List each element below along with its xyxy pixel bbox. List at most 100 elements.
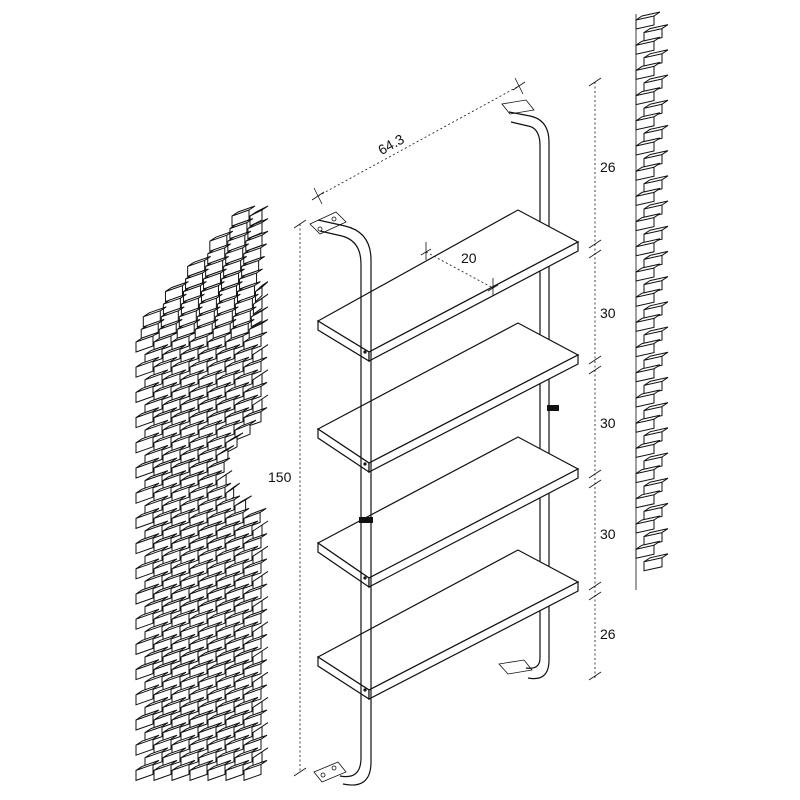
brick — [212, 318, 237, 341]
brick — [225, 759, 250, 782]
brick — [635, 364, 661, 383]
brick — [643, 376, 669, 396]
left-brick-wall — [135, 205, 269, 782]
brick — [230, 318, 255, 341]
brick — [643, 99, 669, 118]
dimension-height: 150 — [268, 219, 307, 777]
brick — [635, 414, 661, 433]
brick — [225, 482, 240, 505]
brick — [135, 633, 160, 656]
brick — [249, 205, 269, 227]
brick — [135, 734, 160, 756]
brick — [135, 659, 160, 681]
brick — [635, 162, 661, 181]
brick — [135, 709, 160, 731]
brick — [243, 759, 268, 782]
dimension-depth: 20 — [420, 242, 499, 296]
brick — [643, 402, 669, 421]
brick — [643, 553, 669, 572]
brick — [252, 293, 269, 316]
brick — [135, 533, 160, 555]
brick — [643, 124, 669, 144]
brick — [643, 24, 669, 43]
brick — [135, 381, 160, 404]
brick — [643, 250, 669, 270]
right-brick-column — [635, 11, 669, 590]
brick — [635, 439, 661, 459]
brick — [635, 465, 661, 484]
brick — [635, 238, 661, 257]
spacing-label-5: 26 — [600, 626, 616, 642]
brick — [643, 200, 669, 219]
height-label: 150 — [268, 469, 292, 485]
brick — [135, 583, 160, 605]
brick — [135, 759, 160, 782]
brick — [135, 482, 160, 504]
brick — [643, 477, 669, 496]
brick — [135, 432, 160, 454]
shelf-3 — [316, 436, 580, 589]
width-label: 64.3 — [375, 131, 407, 158]
brick — [247, 218, 269, 240]
brick — [635, 187, 661, 207]
brick — [243, 507, 267, 530]
brick — [635, 515, 661, 534]
brick — [135, 608, 160, 630]
brick — [635, 137, 661, 156]
brick — [635, 288, 661, 307]
dimension-spacing-chain: 26 30 30 30 26 — [588, 77, 616, 681]
brick — [194, 318, 219, 341]
brick — [643, 528, 669, 547]
back-upright — [498, 99, 550, 680]
brick — [176, 318, 201, 341]
brick — [135, 356, 160, 378]
brick — [250, 306, 269, 328]
brick — [643, 150, 669, 169]
brick — [635, 339, 661, 358]
brick — [635, 263, 661, 282]
brick — [171, 759, 196, 782]
brick — [643, 276, 669, 295]
brick — [135, 558, 160, 580]
brick — [635, 540, 661, 559]
brick — [643, 74, 669, 93]
brick — [140, 318, 165, 341]
brick — [635, 389, 661, 408]
shelf-1 — [316, 209, 580, 363]
spacing-label-1: 26 — [600, 159, 616, 175]
brick — [635, 61, 661, 81]
brick — [635, 490, 661, 509]
brick — [643, 351, 669, 370]
brick — [635, 112, 661, 131]
brick — [635, 11, 661, 30]
brick — [635, 213, 661, 232]
brick — [135, 407, 160, 429]
dimension-width: 64.3 — [311, 77, 526, 205]
brick — [135, 457, 160, 479]
brick — [158, 318, 183, 341]
brick — [643, 225, 669, 244]
brick — [643, 49, 669, 68]
shelf-2 — [316, 322, 580, 474]
brick — [635, 87, 661, 106]
brick — [643, 502, 669, 522]
brick — [207, 457, 231, 479]
brick — [643, 175, 669, 194]
brick — [635, 313, 661, 333]
brick — [643, 452, 669, 471]
spacing-label-2: 30 — [600, 305, 616, 321]
depth-label: 20 — [461, 250, 477, 266]
spacing-label-4: 30 — [600, 526, 616, 542]
brick — [135, 507, 160, 530]
brick — [189, 759, 214, 782]
brick — [254, 281, 269, 303]
brick — [135, 331, 160, 353]
brick — [643, 326, 669, 345]
shelf-4 — [316, 549, 580, 701]
brick — [635, 36, 661, 55]
brick — [135, 684, 160, 706]
brick — [153, 759, 178, 782]
brick — [643, 427, 669, 446]
spacing-label-3: 30 — [600, 415, 616, 431]
